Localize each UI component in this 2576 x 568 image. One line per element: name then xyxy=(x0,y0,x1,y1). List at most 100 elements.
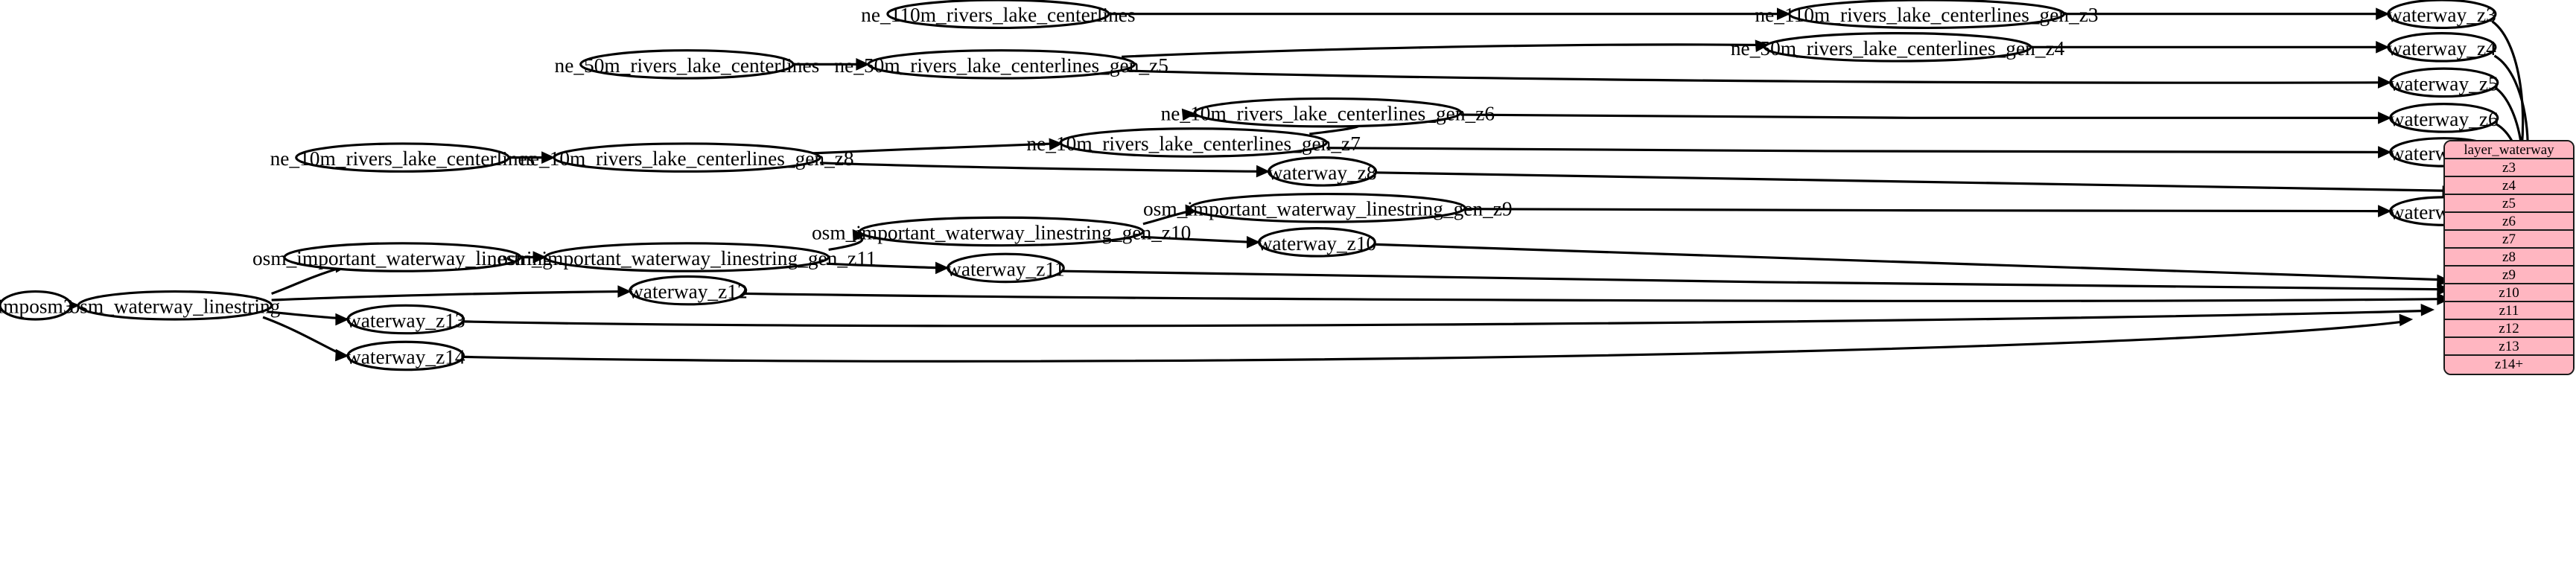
node-oiwl_z9[interactable]: osm_important_waterway_linestring_gen_z9 xyxy=(1143,192,1513,223)
edge-owl-to-wz12 xyxy=(271,290,623,301)
node-wz10[interactable]: waterway_z10 xyxy=(1258,227,1377,258)
node-wz11[interactable]: waterway_z11 xyxy=(947,252,1065,284)
edge-ne50_z5-to-wz5 xyxy=(1127,69,2383,84)
arrowhead-icon xyxy=(2377,76,2392,89)
node-ne10_z7[interactable]: ne_10m_rivers_lake_centerlines_gen_z7 xyxy=(1026,127,1361,158)
node-shape xyxy=(346,304,465,335)
legend-row-z14plus[interactable]: z14+ xyxy=(2445,356,2573,374)
node-ne50_z5[interactable]: ne_50m_rivers_lake_centerlines_gen_z5 xyxy=(834,49,1168,80)
node-wz8[interactable]: waterway_z8 xyxy=(1267,156,1378,187)
legend-row-z5[interactable]: z5 xyxy=(2445,195,2573,213)
node-oiwl[interactable]: osm_important_waterway_linestring xyxy=(252,242,553,272)
node-label: ne_50m_rivers_lake_centerlines_gen_z4 xyxy=(1731,37,2065,60)
node-shape xyxy=(1267,156,1378,187)
edge-oiwl_z10-to-wz10 xyxy=(1140,235,1252,243)
node-ne10[interactable]: ne_10m_rivers_lake_centerlines xyxy=(270,142,535,173)
node-ne110_z3[interactable]: ne_110m_rivers_lake_centerlines_gen_z3 xyxy=(1755,0,2099,30)
node-label: waterway_z3 xyxy=(2388,4,2496,26)
node-wz6[interactable]: waterway_z6 xyxy=(2389,103,2499,133)
node-label: ne_110m_rivers_lake_centerlines xyxy=(861,4,1135,26)
arrowhead-icon xyxy=(617,285,632,298)
node-label: osm_important_waterway_linestring_gen_z1… xyxy=(497,247,876,269)
arrowhead-icon xyxy=(2376,7,2390,21)
arrowhead-icon xyxy=(335,313,349,326)
edge-owl-to-wz14 xyxy=(262,316,341,355)
node-shape xyxy=(867,49,1136,80)
node-wz14[interactable]: waterway_z14 xyxy=(346,340,465,371)
node-shape xyxy=(1258,227,1376,258)
edge-owl-to-wz13 xyxy=(268,310,340,320)
node-wz13[interactable]: waterway_z13 xyxy=(346,304,465,335)
node-imposm3[interactable]: imposm3 xyxy=(0,290,74,321)
edge-owl-to-oiwl xyxy=(271,267,341,295)
node-shape xyxy=(346,340,465,371)
node-ne50[interactable]: ne_50m_rivers_lake_centerlines xyxy=(555,49,820,80)
node-wz3[interactable]: waterway_z3 xyxy=(2387,0,2497,30)
node-shape xyxy=(1189,192,1466,223)
arrowhead-icon xyxy=(532,251,547,264)
node-shape xyxy=(1763,32,2032,63)
node-shape xyxy=(295,142,510,173)
node-label: waterway_z6 xyxy=(2390,108,2499,130)
arrowhead-icon xyxy=(1755,39,1769,52)
arrowhead-icon xyxy=(1256,165,1270,178)
arrowhead-icon xyxy=(2378,112,2392,124)
node-shape xyxy=(1193,97,1463,128)
arrowhead-icon xyxy=(935,261,950,275)
arrowhead-icon xyxy=(1247,236,1261,249)
arrowhead-icon xyxy=(2399,313,2414,327)
legend-row-z13[interactable]: z13 xyxy=(2445,338,2573,356)
node-label: ne_10m_rivers_lake_centerlines xyxy=(270,147,535,170)
node-owl[interactable]: osm_waterway_linestring xyxy=(70,290,281,321)
node-shape xyxy=(886,0,1110,30)
node-wz4[interactable]: waterway_z4 xyxy=(2387,32,2497,63)
legend-row-z8[interactable]: z8 xyxy=(2445,249,2573,267)
node-label: waterway_z13 xyxy=(346,309,465,331)
node-shape xyxy=(629,275,748,306)
node-label: ne_50m_rivers_lake_centerlines_gen_z5 xyxy=(834,54,1168,77)
legend-row-z6[interactable]: z6 xyxy=(2445,213,2573,231)
edge-wz12-to-table_z12 xyxy=(745,292,2442,302)
node-shape xyxy=(2389,103,2499,133)
legend-row-z7[interactable]: z7 xyxy=(2445,231,2573,249)
arrowhead-icon xyxy=(2376,41,2390,54)
node-label: waterway_z10 xyxy=(1258,232,1377,255)
arrowhead-icon xyxy=(1049,138,1063,151)
node-label: osm_important_waterway_linestring_gen_z1… xyxy=(812,221,1191,243)
node-shape xyxy=(77,290,273,321)
node-shape xyxy=(858,216,1145,247)
node-ne50_z4[interactable]: ne_50m_rivers_lake_centerlines_gen_z4 xyxy=(1731,32,2065,63)
node-oiwl_z10[interactable]: osm_important_waterway_linestring_gen_z1… xyxy=(812,216,1191,247)
node-label: osm_important_waterway_linestring xyxy=(252,247,553,269)
node-shape xyxy=(1788,0,2066,30)
node-shape xyxy=(2389,67,2499,98)
node-wz5[interactable]: waterway_z5 xyxy=(2389,67,2499,98)
legend-row-z4[interactable]: z4 xyxy=(2445,177,2573,195)
edge-ne10_z8-to-wz8 xyxy=(820,162,1262,173)
arrowhead-icon xyxy=(1776,7,1791,21)
edge-oiwl_z11-to-wz11 xyxy=(826,262,941,269)
node-ne10_z8[interactable]: ne_10m_rivers_lake_centerlines_gen_z8 xyxy=(520,142,854,173)
node-label: ne_10m_rivers_lake_centerlines_gen_z6 xyxy=(1161,103,1495,125)
node-ne110[interactable]: ne_110m_rivers_lake_centerlines xyxy=(861,0,1136,30)
arrowhead-icon xyxy=(1181,108,1196,121)
node-shape xyxy=(579,49,795,80)
node-shape xyxy=(0,290,72,321)
node-shape xyxy=(553,142,821,173)
node-wz12[interactable]: waterway_z12 xyxy=(629,275,748,306)
node-ne10_z6[interactable]: ne_10m_rivers_lake_centerlines_gen_z6 xyxy=(1161,97,1495,128)
node-label: imposm3 xyxy=(0,296,74,318)
edge-wz11-to-table_z11 xyxy=(1062,269,2442,291)
node-oiwl_z11[interactable]: osm_important_waterway_linestring_gen_z1… xyxy=(497,242,877,272)
legend-row-z10[interactable]: z10 xyxy=(2445,284,2573,302)
node-label: ne_10m_rivers_lake_centerlines_gen_z8 xyxy=(520,147,853,170)
edge-oiwl_z11-to-oiwl_z10 xyxy=(828,235,863,251)
node-label: waterway_z12 xyxy=(629,281,748,303)
legend-row-z11[interactable]: z11 xyxy=(2445,302,2573,320)
arrowhead-icon xyxy=(541,151,556,164)
legend-row-z9[interactable]: z9 xyxy=(2445,267,2573,284)
legend-row-z3[interactable]: z3 xyxy=(2445,159,2573,177)
legend-row-z12[interactable]: z12 xyxy=(2445,320,2573,338)
